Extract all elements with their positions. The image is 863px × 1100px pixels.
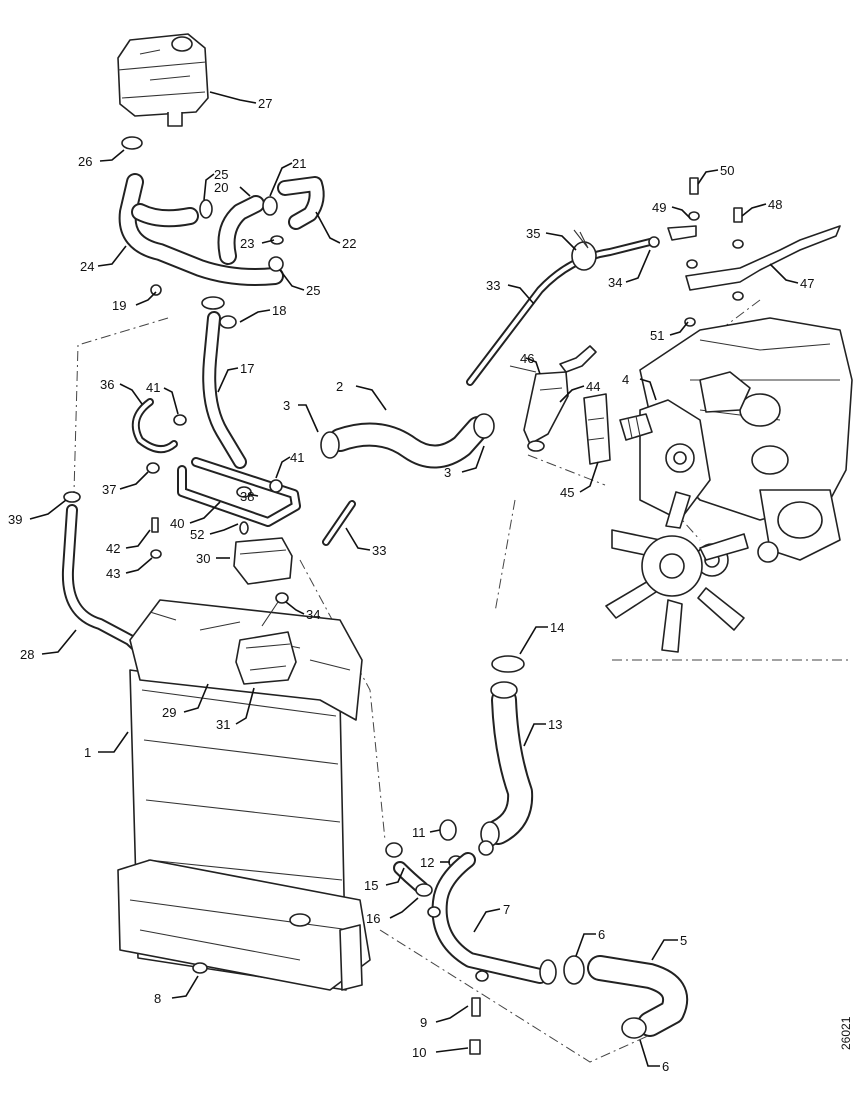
callout-5: 5 xyxy=(680,933,687,948)
hose-17-and-pipe-40 xyxy=(173,311,301,535)
callout-29: 29 xyxy=(162,705,176,720)
callout-36: 36 xyxy=(100,377,114,392)
callout-labels: 1 2 3 3 4 5 6 6 7 8 9 10 11 12 13 14 15 … xyxy=(8,96,814,1074)
callout-35: 35 xyxy=(526,226,540,241)
callout-25-lower: 25 xyxy=(306,283,320,298)
callout-12: 12 xyxy=(420,855,434,870)
callout-31: 31 xyxy=(216,717,230,732)
expansion-tank xyxy=(117,33,209,127)
callout-10: 10 xyxy=(412,1045,426,1060)
callout-52: 52 xyxy=(190,527,204,542)
callout-48: 48 xyxy=(768,197,782,212)
clamp-and-bolts xyxy=(131,398,178,559)
callout-6-lower: 6 xyxy=(662,1059,669,1074)
callout-47: 47 xyxy=(800,276,814,291)
callout-1: 1 xyxy=(84,745,91,760)
top-hoses xyxy=(118,136,325,310)
callout-26: 26 xyxy=(78,154,92,169)
callout-41-right: 41 xyxy=(290,450,304,465)
callout-33-upper: 33 xyxy=(486,278,500,293)
callout-51: 51 xyxy=(650,328,664,343)
bracket-and-sensor xyxy=(233,537,297,685)
callout-3-right: 3 xyxy=(444,465,451,480)
drain-bolts xyxy=(469,997,481,1055)
engine-block xyxy=(619,317,853,577)
callout-28: 28 xyxy=(20,647,34,662)
callout-46: 46 xyxy=(520,351,534,366)
callout-27: 27 xyxy=(258,96,272,111)
brackets-and-bolts xyxy=(667,177,841,327)
callout-2: 2 xyxy=(336,379,343,394)
callout-18: 18 xyxy=(272,303,286,318)
callout-25-upper: 25 xyxy=(214,167,228,182)
callout-41-upper: 41 xyxy=(146,380,160,395)
callout-43: 43 xyxy=(106,566,120,581)
callout-49: 49 xyxy=(652,200,666,215)
callout-37: 37 xyxy=(102,482,116,497)
callout-8: 8 xyxy=(154,991,161,1006)
callout-23: 23 xyxy=(240,236,254,251)
callout-21: 21 xyxy=(292,156,306,171)
fan xyxy=(605,491,749,653)
callout-24: 24 xyxy=(80,259,94,274)
callout-9: 9 xyxy=(420,1015,427,1030)
callout-34-upper: 34 xyxy=(608,275,622,290)
callout-44: 44 xyxy=(586,379,600,394)
thermostat-housing xyxy=(509,345,611,465)
callout-6-upper: 6 xyxy=(598,927,605,942)
callout-7: 7 xyxy=(503,902,510,917)
pipe-33 xyxy=(322,229,660,546)
callout-22: 22 xyxy=(342,236,356,251)
callout-15: 15 xyxy=(364,878,378,893)
callout-16: 16 xyxy=(366,911,380,926)
callout-leaders xyxy=(29,91,799,1067)
callout-30: 30 xyxy=(196,551,210,566)
callout-4: 4 xyxy=(622,372,629,387)
callout-38: 38 xyxy=(240,489,254,504)
callout-11: 11 xyxy=(412,825,426,840)
callout-40: 40 xyxy=(170,516,184,531)
callout-45: 45 xyxy=(560,485,574,500)
callout-14: 14 xyxy=(550,620,564,635)
lower-pipes xyxy=(385,819,689,1039)
callout-34-lower: 34 xyxy=(306,607,320,622)
callout-3-left: 3 xyxy=(283,398,290,413)
callout-33-lower: 33 xyxy=(372,543,386,558)
hose-2 xyxy=(320,413,495,469)
callout-50: 50 xyxy=(720,163,734,178)
callout-17: 17 xyxy=(240,361,254,376)
callout-13: 13 xyxy=(548,717,562,732)
callout-39: 39 xyxy=(8,512,22,527)
callout-19: 19 xyxy=(112,298,126,313)
callout-42: 42 xyxy=(106,541,120,556)
callout-20: 20 xyxy=(214,180,228,195)
document-number: 26021 xyxy=(839,1016,853,1050)
hose-13 xyxy=(480,655,534,847)
